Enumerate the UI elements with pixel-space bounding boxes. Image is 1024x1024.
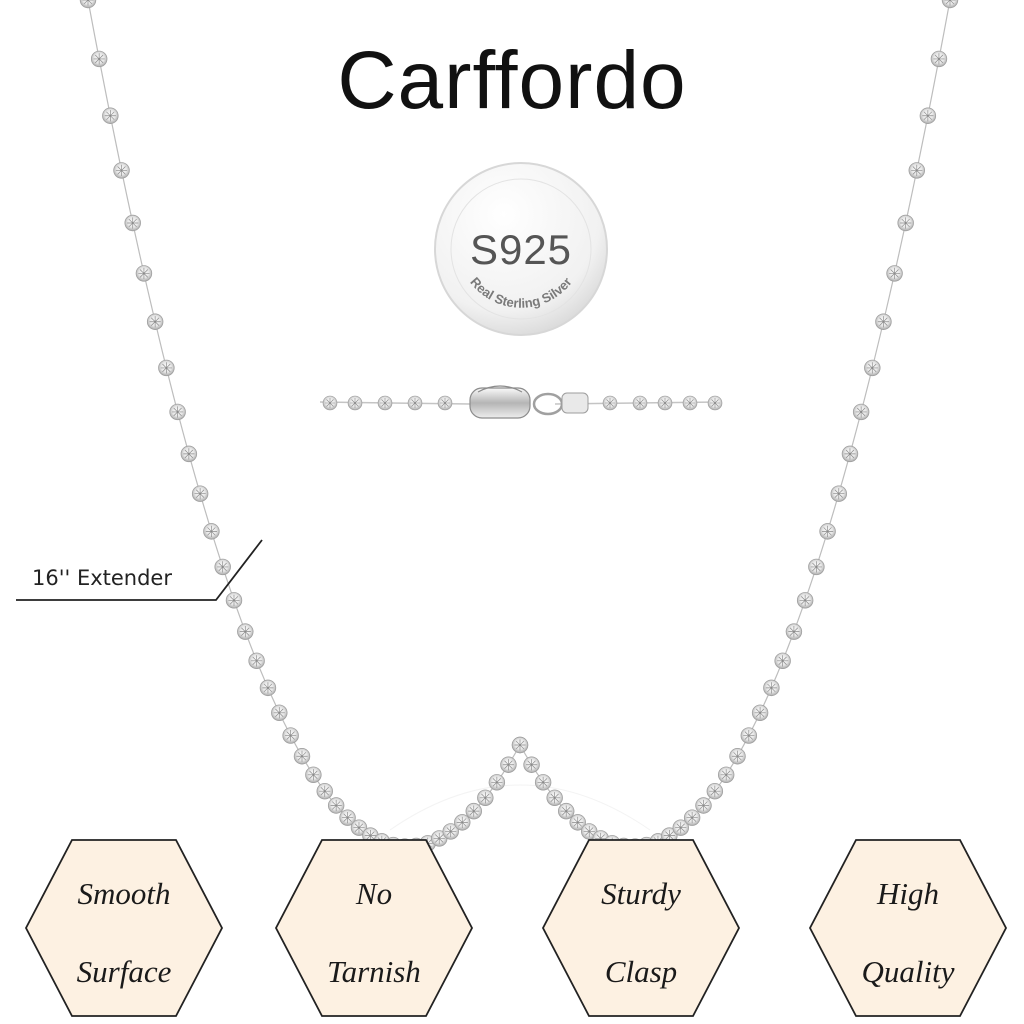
chain-disc [546, 789, 563, 807]
brand-title: Carffordo [337, 35, 687, 126]
feature-line-1: No [355, 876, 393, 911]
chain-disc [377, 395, 393, 411]
feature-line-1: High [877, 876, 939, 911]
chain-disc [305, 766, 322, 784]
s925-badge: Real Sterling Silver [434, 162, 608, 336]
chain-disc [740, 727, 758, 744]
chain-disc [225, 592, 243, 609]
chain-disc [327, 797, 345, 814]
chain-disc [695, 797, 712, 814]
chain-disc [203, 523, 220, 540]
chain-disc [124, 214, 141, 232]
chain-disc [717, 766, 735, 784]
chain-disc [214, 558, 231, 576]
chain-discs [79, 0, 959, 855]
chain-disc [500, 756, 517, 773]
chain-disc [293, 748, 311, 765]
chain-disc [511, 736, 529, 754]
chain-reflection [389, 784, 651, 831]
chain-disc [158, 359, 175, 377]
chain-disc [180, 445, 198, 463]
feature-high-quality: High Quality [808, 838, 1008, 1018]
chain-disc [347, 395, 363, 411]
chain-disc [864, 359, 881, 377]
chain-disc [875, 313, 892, 330]
chain-disc [819, 523, 836, 540]
chain-disc [763, 679, 780, 697]
chain-disc [237, 623, 254, 640]
chain-disc [602, 395, 618, 411]
feature-line-2: Clasp [604, 954, 678, 989]
chain-disc [886, 265, 903, 282]
feature-line-2: Tarnish [327, 954, 421, 989]
clasp-detail [319, 385, 723, 419]
chain-disc [454, 814, 471, 831]
chain-disc [113, 162, 130, 179]
chain-disc [79, 0, 97, 9]
chain-disc [785, 623, 803, 640]
quality-tag [561, 392, 589, 414]
chain-disc [322, 395, 338, 411]
chain-disc [751, 704, 769, 721]
extender-label: 16'' Extender [32, 566, 172, 590]
feature-line-2: Surface [76, 954, 172, 989]
chain-disc [135, 265, 153, 282]
chain-disc [488, 774, 506, 791]
chain-disc [682, 395, 698, 411]
chain-disc [271, 704, 288, 721]
chain-disc [657, 395, 673, 411]
chain-disc [897, 214, 914, 232]
chain-disc [477, 789, 494, 807]
chain-disc [908, 162, 925, 179]
extender-callout-line [16, 539, 263, 601]
chain-disc [841, 445, 859, 463]
chain-strand [87, 0, 951, 847]
chain-disc [852, 403, 870, 421]
chain-disc [729, 748, 746, 765]
chain-disc [683, 809, 701, 826]
feature-line-1: Sturdy [601, 876, 681, 911]
chain-disc [706, 782, 724, 800]
chain-disc [282, 727, 299, 744]
chain-disc [437, 395, 453, 411]
chain-disc [534, 774, 552, 791]
chain-disc [830, 485, 847, 502]
feature-line-2: Quality [861, 954, 955, 989]
chain-disc [774, 652, 791, 670]
chain-disc [707, 395, 723, 411]
chain-disc [523, 756, 540, 773]
badge-stamp: S925 [469, 226, 573, 273]
feature-line-1: Smooth [77, 876, 171, 911]
chain-disc [632, 395, 648, 411]
chain-disc [407, 395, 423, 411]
chain-disc [191, 485, 209, 502]
chain-disc [169, 403, 186, 421]
chain-disc [941, 0, 959, 9]
chain-disc [259, 679, 277, 697]
chain-disc [796, 592, 814, 609]
chain-disc [557, 802, 575, 820]
chain-disc [248, 652, 265, 670]
lobster-clasp [469, 387, 531, 419]
feature-smooth-surface: Smooth Surface [24, 838, 224, 1018]
chain-disc [808, 558, 825, 576]
chain-disc [316, 782, 333, 800]
feature-no-tarnish: No Tarnish [274, 838, 474, 1018]
feature-sturdy-clasp: Sturdy Clasp [541, 838, 741, 1018]
chain-disc [465, 802, 482, 820]
chain-disc [146, 313, 164, 330]
